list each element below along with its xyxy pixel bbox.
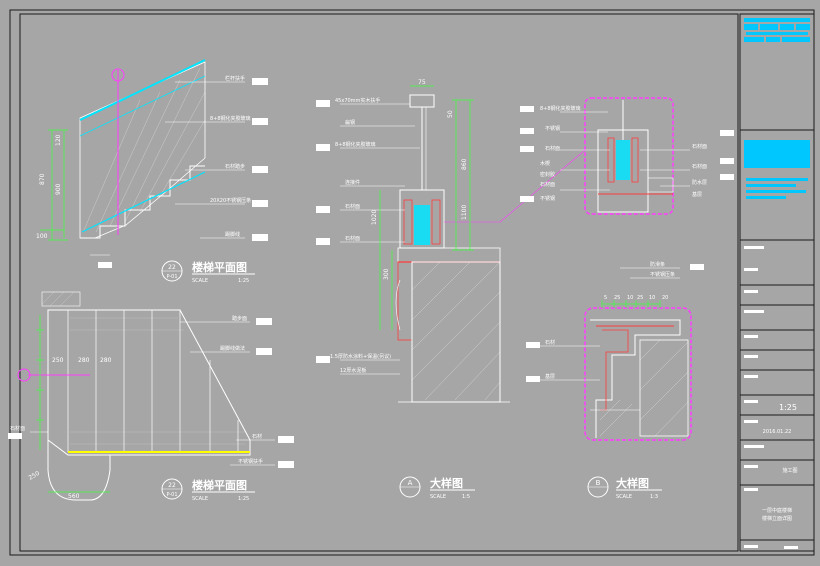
detail-1-title: 楼梯平面图 — [192, 260, 247, 274]
svg-text:12厚水泥板: 12厚水泥板 — [340, 367, 366, 374]
detail-2-scale-label: SCALE — [192, 496, 208, 502]
svg-text:20X20不锈钢压条: 20X20不锈钢压条 — [210, 197, 251, 204]
detail-2-scale: 1:25 — [238, 496, 249, 502]
svg-text:基层: 基层 — [545, 373, 555, 380]
svg-text:防水层: 防水层 — [692, 179, 707, 186]
detail-title-2: 22 P-01 楼梯平面图 SCALE 1:25 — [161, 478, 255, 502]
svg-text:栏杆扶手: 栏杆扶手 — [225, 75, 245, 82]
dim-b-3: 10 — [627, 295, 633, 301]
svg-text:密封胶: 密封胶 — [540, 171, 555, 178]
svg-text:石材面: 石材面 — [10, 425, 25, 432]
detail-2-tag-top: 22 — [168, 482, 176, 489]
detail-a-title: 大样图 — [430, 476, 463, 490]
section-marker-icon — [17, 368, 31, 382]
step-nosing-detail-b: 防滑条 不锈钢压条 石材 基层 5 25 10 25 10 20 — [526, 261, 704, 441]
stair-elevation-view: 栏杆扶手 8+8钢化夹胶玻璃 石材踏步 20X20不锈钢压条 踢脚线 870 9… — [36, 59, 268, 268]
svg-text:不锈钢压条: 不锈钢压条 — [650, 271, 675, 278]
svg-text:石材踏步: 石材踏步 — [225, 163, 245, 170]
titleblock-date: 2016.01.22 — [763, 429, 792, 435]
dim-b-1: 5 — [604, 295, 607, 301]
stair-plan-view: 踏步面 踢脚线做法 石材 不锈钢扶手 石材面 250 280 280 250 5… — [8, 291, 294, 501]
svg-text:石材面: 石材面 — [545, 145, 560, 152]
svg-text:木楔: 木楔 — [540, 160, 550, 167]
callout-glass-channel: 8+8钢化夹胶玻璃 不锈钢 石材面 木楔 密封胶 石材面 不锈钢 石材面 石材面… — [520, 97, 734, 215]
svg-text:石材面: 石材面 — [345, 235, 360, 242]
detail-1-tag-bottom: P-01 — [166, 274, 177, 280]
svg-text:石材面: 石材面 — [540, 181, 555, 188]
titleblock-phase: 施工图 — [782, 467, 797, 474]
detail-1-scale-label: SCALE — [192, 278, 208, 284]
detail-b-scale-label: SCALE — [616, 494, 632, 500]
svg-text:踢脚线做法: 踢脚线做法 — [220, 345, 245, 352]
svg-text:石材面: 石材面 — [345, 203, 360, 210]
section-marker-icon — [111, 68, 125, 82]
dim-elev-1: 870 — [39, 173, 46, 185]
svg-text:不锈钢: 不锈钢 — [545, 125, 560, 132]
titleblock-project-1: 一层中庭楼梯 — [762, 507, 792, 514]
titleblock-project-2: 楼梯立面详图 — [762, 515, 792, 522]
dim-elev-3: 120 — [55, 134, 62, 146]
dim-b-4: 25 — [637, 295, 643, 301]
detail-title-1: 22 P-01 楼梯平面图 SCALE 1:25 — [161, 260, 255, 284]
detail-b-tag-top: B — [596, 479, 601, 487]
svg-text:防滑条: 防滑条 — [650, 261, 665, 268]
title-block: 1:25 2016.01.22 施工图 一层中庭楼梯 楼梯立面详图 — [739, 13, 815, 552]
detail-b-scale: 1:3 — [650, 494, 658, 500]
svg-text:不锈钢: 不锈钢 — [540, 195, 555, 202]
svg-text:石材: 石材 — [545, 339, 555, 346]
svg-text:石材面: 石材面 — [692, 143, 707, 150]
dim-plan-5: 560 — [68, 493, 80, 500]
dim-plan-3: 280 — [100, 357, 112, 364]
svg-text:8+8钢化夹胶玻璃: 8+8钢化夹胶玻璃 — [540, 105, 581, 112]
dim-b-5: 10 — [649, 295, 655, 301]
svg-text:踏步面: 踏步面 — [232, 315, 247, 322]
svg-text:连接件: 连接件 — [345, 179, 360, 186]
dim-a-4: 300 — [383, 268, 390, 280]
svg-text:不锈钢扶手: 不锈钢扶手 — [238, 458, 263, 465]
detail-a-tag-top: A — [408, 479, 413, 487]
dim-a-6: 1100 — [461, 205, 468, 220]
detail-title-b: B 大样图 SCALE 1:3 — [587, 476, 662, 500]
svg-text:基层: 基层 — [692, 191, 702, 198]
dim-plan-2: 280 — [78, 357, 90, 364]
dim-b-2: 25 — [614, 295, 620, 301]
logo-box — [744, 140, 810, 168]
svg-text:扁钢: 扁钢 — [345, 119, 355, 126]
dim-a-5: 1020 — [371, 210, 378, 225]
detail-title-a: A 大样图 SCALE 1:5 — [399, 476, 475, 500]
svg-text:石材面: 石材面 — [692, 163, 707, 170]
detail-b-title: 大样图 — [616, 476, 649, 490]
titleblock-scale: 1:25 — [779, 403, 797, 412]
dim-a-2: 50 — [447, 110, 454, 118]
svg-text:1.5厚防水涂料+保温(另议): 1.5厚防水涂料+保温(另议) — [330, 353, 391, 360]
detail-a-scale: 1:5 — [462, 494, 470, 500]
detail-a-scale-label: SCALE — [430, 494, 446, 500]
dim-b-6: 20 — [662, 295, 668, 301]
dim-elev-4: 100 — [36, 233, 48, 240]
dim-plan-4: 250 — [28, 470, 42, 482]
detail-1-scale: 1:25 — [238, 278, 249, 284]
drawing-frame — [19, 13, 739, 552]
dim-a-1: 75 — [418, 79, 426, 86]
svg-text:石材: 石材 — [252, 433, 262, 440]
dim-elev-2: 900 — [55, 183, 62, 195]
dim-plan-1: 250 — [52, 357, 64, 364]
handrail-section-detail-a: 45x70mm实木扶手 扁钢 8+8钢化夹胶玻璃 连接件 石材面 石材面 1.5… — [316, 79, 586, 403]
detail-2-tag-bottom: P-01 — [166, 492, 177, 498]
svg-text:8+8钢化夹胶玻璃: 8+8钢化夹胶玻璃 — [335, 141, 376, 148]
svg-text:45x70mm实木扶手: 45x70mm实木扶手 — [335, 97, 380, 104]
detail-1-tag-top: 22 — [168, 264, 176, 271]
dim-a-3: 860 — [461, 158, 468, 170]
svg-text:8+8钢化夹胶玻璃: 8+8钢化夹胶玻璃 — [210, 115, 251, 122]
company-logo — [744, 18, 810, 42]
detail-2-title: 楼梯平面图 — [192, 478, 247, 492]
svg-text:踢脚线: 踢脚线 — [225, 231, 240, 238]
